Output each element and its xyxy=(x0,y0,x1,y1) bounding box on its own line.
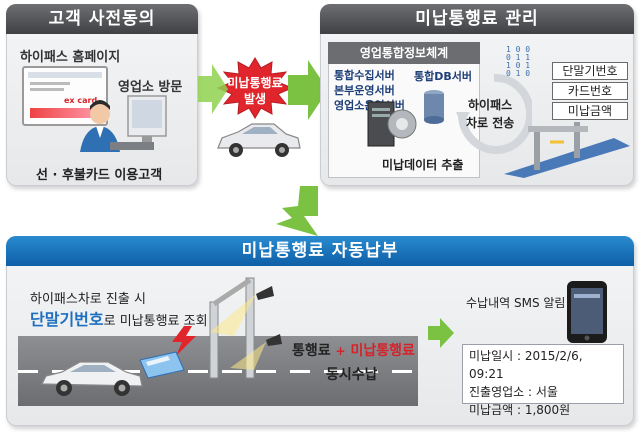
unpaid-burst-badge xyxy=(216,57,294,119)
terminal-highlight: 단말기번호 xyxy=(30,310,104,329)
burst-line1: 미납통행료 xyxy=(227,76,283,90)
car-icon xyxy=(217,123,301,157)
office-visit-label: 영업소 방문 xyxy=(118,80,183,95)
lane-transfer-line2: 차로 전송 xyxy=(466,116,515,130)
auto-payment-panel-title: 미납통행료 자동납부 xyxy=(6,236,634,266)
arrow-right-green-icon xyxy=(198,64,228,114)
consent-panel-title: 고객 사전동의 xyxy=(6,4,198,34)
cycle-arrow-icon xyxy=(456,73,532,154)
simultaneous-label: 동시수납 xyxy=(326,367,378,383)
manage-panel-title: 미납통행료 관리 xyxy=(320,4,634,34)
server-db-illustration xyxy=(367,90,444,147)
hipass-card-icon xyxy=(139,351,185,379)
server-item: 본부운영서버 xyxy=(334,84,395,97)
terminal-query-text: 단말기번호로 미납통행료 조회 xyxy=(30,306,208,330)
tag-unpaid-amount: 미납금액 xyxy=(552,102,628,120)
exit-text: 하이패스차로 진출 시 xyxy=(30,292,146,307)
toll-plus-unpaid-line: 통행료 + 미납통행료 xyxy=(292,340,415,360)
arrow-down-green-icon xyxy=(276,186,318,236)
system-title-bar: 영업통합정보체계 xyxy=(328,42,480,64)
tag-card-number: 카드번호 xyxy=(552,82,628,100)
ex-card-logo: ex card xyxy=(64,96,98,105)
signal-bolt-icon xyxy=(172,326,196,356)
toll-label: 통행료 xyxy=(292,343,331,359)
detail-unpaid-time: 미납일시 : 2015/2/6, 09:21 xyxy=(469,349,583,381)
gantry-illustration xyxy=(209,277,282,379)
homepage-screen-illustration: ex card xyxy=(22,66,108,126)
tag-terminal-number: 단말기번호 xyxy=(552,62,628,80)
smartphone-icon xyxy=(567,281,607,343)
extract-label: 미납데이터 추출 xyxy=(382,158,464,172)
server-item: 통합수집서버 xyxy=(334,69,395,82)
homepage-label: 하이패스 홈페이지 xyxy=(20,50,121,65)
car-icon xyxy=(41,361,143,396)
db-server-label: 통합DB서버 xyxy=(414,70,472,83)
plus-sign: + xyxy=(335,344,346,358)
customer-label: 선 · 후불카드 이용고객 xyxy=(36,168,163,183)
arrow-right-green-icon xyxy=(428,318,454,348)
toll-gate-illustration xyxy=(504,122,630,178)
sms-label: 수납내역 SMS 알림 xyxy=(466,296,566,310)
terminal-query-rest: 로 미납통행료 조회 xyxy=(103,314,208,329)
detail-exit-office: 진출영업소 : 서울 xyxy=(469,385,558,399)
unpaid-label: 미납통행료 xyxy=(350,343,415,359)
lane-transfer-line1: 하이패스 xyxy=(468,98,513,112)
burst-line2: 발생 xyxy=(243,92,267,106)
customer-computer-illustration xyxy=(80,95,167,152)
detail-unpaid-amount: 미납금액 : 1,800원 xyxy=(469,403,571,417)
arrow-right-green-icon xyxy=(288,60,328,120)
payment-details-box: 미납일시 : 2015/2/6, 09:21 진출영업소 : 서울 미납금액 :… xyxy=(462,344,624,417)
